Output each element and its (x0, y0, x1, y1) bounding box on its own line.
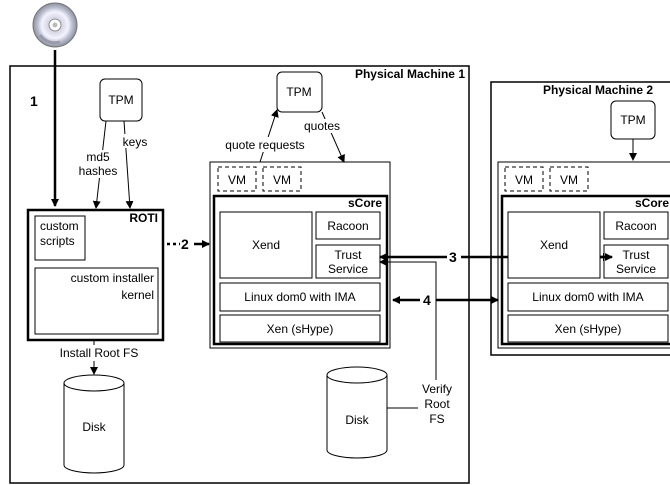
tpm-middle-box (276, 71, 323, 113)
trust-label-1: Trust (335, 248, 363, 262)
trust-service-box-2 (603, 244, 669, 279)
step-2-label: 2 (181, 236, 189, 252)
custom-scripts-box (34, 215, 86, 261)
dom0-label-1: Linux dom0 with IMA (244, 290, 355, 304)
install-root-fs-label: Install Root FS (60, 346, 139, 360)
vm-box-1 (217, 166, 257, 192)
physical-machine-2-box (490, 81, 670, 356)
score-label-1: sCore (348, 196, 382, 210)
vm-box-3 (504, 166, 544, 192)
dom0-box-1 (219, 282, 381, 312)
vm-label-3: VM (515, 173, 533, 187)
dom0-box-2 (507, 282, 669, 312)
roti-box (26, 208, 165, 342)
tpm-left-box (99, 78, 143, 122)
racoon-box-2 (603, 211, 669, 240)
score-box-2 (500, 194, 670, 346)
step-4-label: 4 (423, 292, 431, 308)
vm-label-2: VM (273, 173, 291, 187)
xend-label-2: Xend (540, 238, 568, 252)
racoon-label-2: Racoon (615, 219, 656, 233)
keys-label: keys (123, 135, 148, 149)
step-3-label: 3 (449, 249, 457, 265)
md5-label: md5 (86, 150, 110, 164)
service-label-2: Service (616, 262, 656, 276)
racoon-box-1 (315, 211, 381, 240)
tpm-middle-label: TPM (286, 85, 311, 99)
physical-machine-1-box (9, 65, 470, 484)
root-label: Root (424, 397, 450, 411)
step-1-label: 1 (30, 93, 38, 109)
physical-machine-1-title: Physical Machine 1 (355, 67, 465, 81)
verify-label: Verify (422, 382, 452, 396)
roti-label: ROTI (129, 211, 158, 225)
xen-box-1 (219, 314, 381, 343)
disk-left: Disk (63, 374, 125, 474)
racoon-label-1: Racoon (327, 219, 368, 233)
quote-requests-label: quote requests (225, 138, 304, 152)
custom-installer-box (34, 267, 159, 335)
vm-label-4: VM (560, 173, 578, 187)
vm-box-4 (549, 166, 589, 192)
xen-label-2: Xen (sHype) (555, 322, 622, 336)
arrow-quote-requests (259, 109, 279, 163)
tpm-left-label: TPM (108, 93, 133, 107)
quotes-label: quotes (304, 119, 340, 133)
xend-label-1: Xend (252, 238, 280, 252)
fs-label: FS (429, 412, 444, 426)
dom0-label-2: Linux dom0 with IMA (532, 290, 643, 304)
service-label-1: Service (328, 262, 368, 276)
custom-scripts-label-1: custom (40, 219, 79, 233)
custom-scripts-label-2: scripts (40, 234, 75, 248)
host-frame-2 (497, 161, 670, 349)
host-frame-1 (209, 161, 391, 349)
cd-disc-icon (32, 2, 78, 48)
score-label-2: sCore (635, 196, 669, 210)
disk-right: Disk (326, 366, 388, 459)
physical-machine-2-title: Physical Machine 2 (543, 83, 653, 97)
custom-installer-label-2: kernel (121, 288, 154, 302)
disk-left-label: Disk (82, 420, 106, 434)
custom-installer-label-1: custom installer (71, 271, 154, 285)
disk-right-label: Disk (345, 413, 369, 427)
verify-root-fs-line (379, 258, 437, 409)
vm-box-2 (262, 166, 302, 192)
vm-label-1: VM (228, 173, 246, 187)
xen-label-1: Xen (sHype) (267, 322, 334, 336)
xend-box-1 (219, 211, 313, 279)
tpm-right-label: TPM (620, 113, 645, 127)
hashes-label: hashes (79, 164, 118, 178)
trust-label-2: Trust (623, 248, 651, 262)
xen-box-2 (507, 314, 669, 343)
score-box-1 (212, 194, 389, 346)
xend-box-2 (507, 211, 601, 279)
